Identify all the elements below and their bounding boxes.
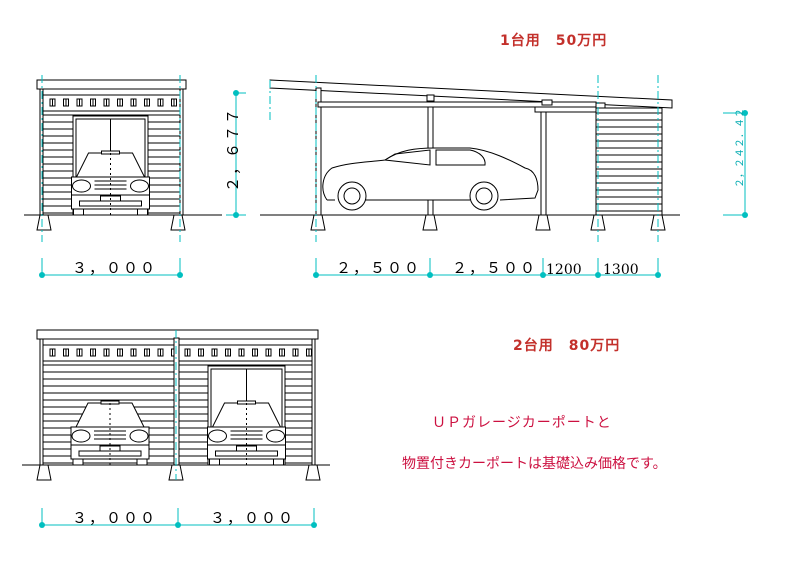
note-line-1: ＵＰガレージカーポートと	[432, 415, 612, 431]
post-cap	[541, 99, 553, 106]
dimension-dot	[742, 110, 748, 116]
dim-side-span-1: ２，５００	[336, 259, 421, 277]
car-headlight	[130, 179, 149, 193]
dim-side-span-2: ２，５００	[452, 259, 537, 277]
dimension-dot	[313, 272, 319, 278]
dim-side-span-3: 1200	[546, 262, 582, 278]
dimension-dot	[39, 522, 45, 528]
plan-1car-title: 1台用 50万円	[500, 33, 608, 49]
foundation-footing	[36, 214, 52, 231]
carport-beam	[534, 106, 598, 113]
car-headlight	[208, 429, 227, 443]
dimension-dot	[655, 272, 661, 278]
carport-side-view	[260, 75, 680, 242]
car-tire	[73, 208, 84, 216]
dimension-dot	[39, 272, 45, 278]
car-tire	[209, 458, 220, 466]
post-cap	[426, 94, 435, 102]
car-headlight	[72, 179, 91, 193]
garage-front-view-1car	[24, 75, 222, 242]
car-side-window	[383, 149, 486, 166]
car-hubcap	[343, 187, 361, 205]
car-tire	[136, 458, 148, 466]
dimension-dot	[427, 272, 433, 278]
foundation-footing	[36, 464, 52, 481]
car-tire	[273, 458, 284, 466]
dimension-dot	[233, 90, 239, 96]
dimension-lines	[39, 90, 748, 528]
dim-front-width-2car-right: ３，０００	[210, 509, 295, 527]
car-headlight	[266, 429, 285, 443]
dim-front-width-1car: ３，０００	[72, 259, 157, 277]
carport-post	[540, 103, 547, 216]
dim-storage-height: ２，２４２．４２	[735, 108, 746, 188]
dimension-dot	[595, 272, 601, 278]
car-headlight	[71, 429, 91, 443]
plan-2car-title: 2台用 80万円	[513, 338, 621, 354]
foundation-footing	[422, 214, 438, 231]
dimension-dot	[311, 522, 317, 528]
dimension-dot	[175, 522, 181, 528]
garage-front-view-2car	[22, 329, 330, 481]
garage-roof	[36, 79, 187, 90]
dim-front-width-2car-left: ３，０００	[72, 509, 157, 527]
car-wheel	[337, 181, 367, 211]
car-tire	[72, 458, 84, 466]
dimension-dot	[233, 212, 239, 218]
dimension-dot	[540, 272, 546, 278]
dimension-dot	[177, 272, 183, 278]
dim-height: ２，６７７	[224, 107, 242, 192]
note-line-2: 物置付きカーポートは基礎込み価格です。	[402, 456, 667, 472]
foundation-footing	[535, 214, 551, 231]
dim-side-span-4: 1300	[603, 262, 639, 278]
foundation-footing	[170, 214, 186, 231]
dimension-dot	[742, 212, 748, 218]
car-wheel	[469, 181, 499, 211]
car-hubcap	[475, 187, 493, 205]
foundation-footing	[305, 464, 321, 481]
carport-beam	[317, 101, 597, 108]
car-tire	[137, 208, 148, 216]
post-cap	[595, 102, 606, 109]
foundation-footing	[168, 464, 184, 481]
foundation-footing	[310, 214, 326, 231]
car-headlight	[129, 429, 149, 443]
